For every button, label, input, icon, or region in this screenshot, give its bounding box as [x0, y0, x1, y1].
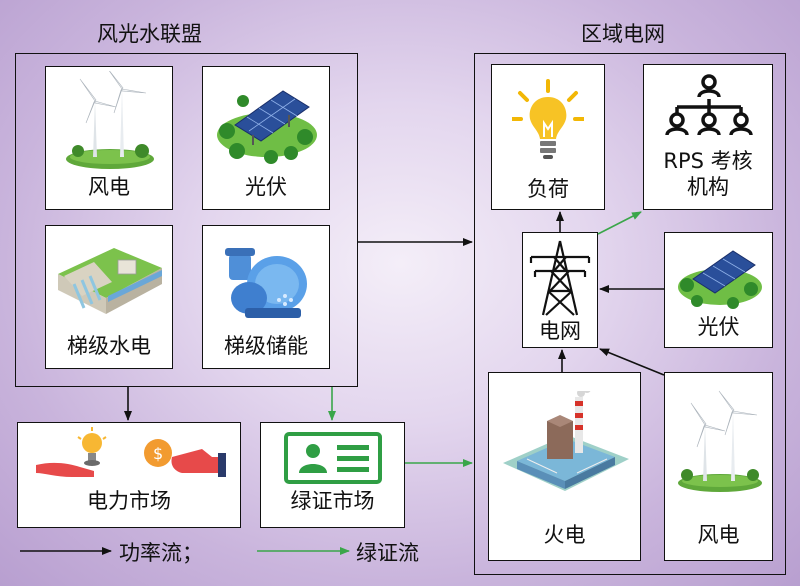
power-market-label: 电力市场 — [87, 489, 171, 513]
svg-text:$: $ — [153, 444, 163, 463]
right-group-frame — [474, 53, 786, 575]
cascade-storage-box: 梯级储能 — [202, 225, 330, 369]
left-group-frame — [15, 53, 358, 387]
pv-label: 光伏 — [697, 315, 740, 339]
legend-power-flow-label: 功率流； — [119, 541, 203, 565]
green-cert-market-box: 绿证市场 — [260, 422, 405, 528]
grid-box: 电网 — [522, 232, 598, 348]
lightbulb-icon — [512, 79, 584, 159]
wind-box: 风电 — [664, 372, 773, 561]
org-chart-icon — [665, 74, 753, 136]
cascade-hydro-box: 梯级水电 — [45, 225, 173, 369]
pv-box: 光伏 — [664, 232, 773, 348]
right-group-title: 区域电网 — [581, 22, 665, 46]
wind-power-box: 风电 — [45, 66, 173, 210]
rps-label-line1: RPS 考核 — [663, 149, 753, 173]
rps-label-line2: 机构 — [687, 175, 729, 199]
left-group-title: 风光水联盟 — [97, 22, 202, 46]
solar-panel-icon — [217, 90, 317, 164]
green-cert-market-label: 绿证市场 — [290, 489, 375, 513]
load-label: 负荷 — [527, 177, 569, 201]
power-market-box: $ 电力市场 — [17, 422, 241, 528]
power-flow-wind-to-grid — [599, 348, 665, 376]
solar-pv-label: 光伏 — [245, 175, 287, 199]
legend-cert-flow-label: 绿证流 — [356, 541, 419, 565]
rps-box: RPS 考核 机构 — [643, 64, 773, 210]
load-box: 负荷 — [491, 64, 605, 210]
thermal-box: 火电 — [488, 372, 641, 561]
grid-label: 电网 — [539, 319, 581, 343]
cascade-storage-label: 梯级储能 — [224, 334, 308, 358]
thermal-label: 火电 — [543, 523, 586, 547]
solar-pv-box: 光伏 — [202, 66, 330, 210]
transmission-tower-icon — [529, 240, 591, 316]
wind-turbine-icon — [678, 390, 762, 492]
certificate-icon — [284, 432, 382, 484]
wind-turbine-icon — [66, 71, 154, 169]
cert-flow-grid-to-rps — [597, 211, 642, 235]
pump-storage-icon — [225, 248, 307, 318]
hydropower-dam-icon — [58, 248, 162, 314]
solar-panel-icon — [678, 250, 762, 309]
cascade-hydro-label: 梯级水电 — [67, 334, 151, 358]
power-market-icon: $ — [36, 427, 226, 477]
wind-label: 风电 — [697, 523, 740, 547]
thermal-plant-icon — [503, 391, 629, 491]
wind-power-label: 风电 — [88, 175, 130, 199]
